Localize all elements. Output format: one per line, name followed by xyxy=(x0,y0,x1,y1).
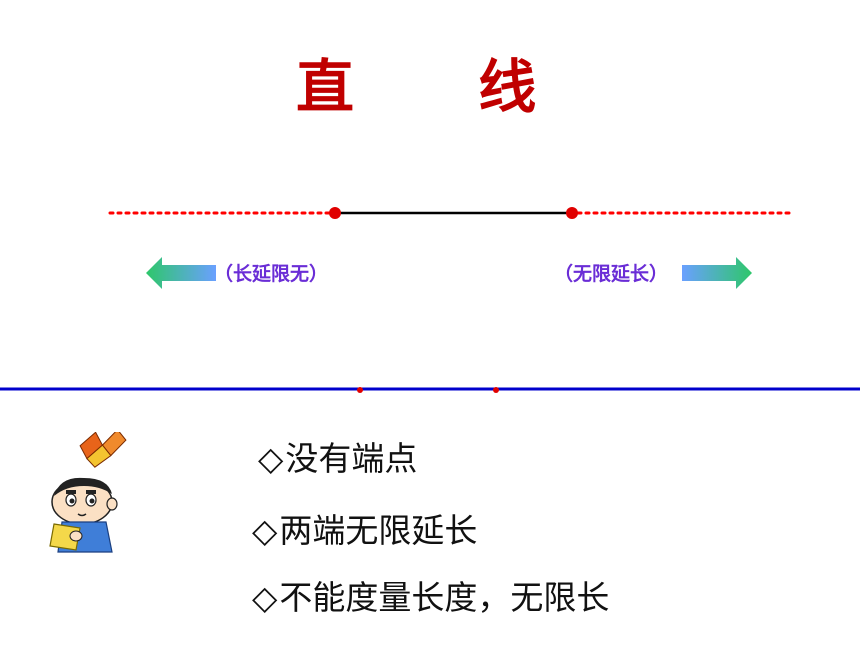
bullet-no-endpoints: ◇没有端点 xyxy=(258,442,417,475)
arrow-left-icon xyxy=(146,257,216,289)
blue-line-point-left xyxy=(357,387,363,393)
diamond-bullet-icon: ◇ xyxy=(252,578,278,617)
slide-title: 直 线 xyxy=(296,53,589,121)
bullet-text: 不能度量长度，无限长 xyxy=(279,578,610,617)
endpoint-left xyxy=(329,207,341,219)
diamond-bullet-icon: ◇ xyxy=(252,511,278,550)
boy-reading-cartoon-icon xyxy=(49,432,127,553)
endpoint-right xyxy=(566,207,578,219)
diamond-bullet-icon: ◇ xyxy=(258,439,284,478)
bullet-extends-both-ends: ◇两端无限延长 xyxy=(252,514,477,547)
bullet-text: 两端无限延长 xyxy=(279,511,478,550)
arrow-right-icon xyxy=(682,257,752,289)
right-arrow-label: （无限延长） xyxy=(554,263,669,285)
left-arrow-label: （长延限无） xyxy=(214,263,329,285)
bullet-text: 没有端点 xyxy=(285,439,418,478)
blue-line-point-right xyxy=(493,387,499,393)
bullet-unmeasurable-length: ◇不能度量长度，无限长 xyxy=(252,581,609,614)
